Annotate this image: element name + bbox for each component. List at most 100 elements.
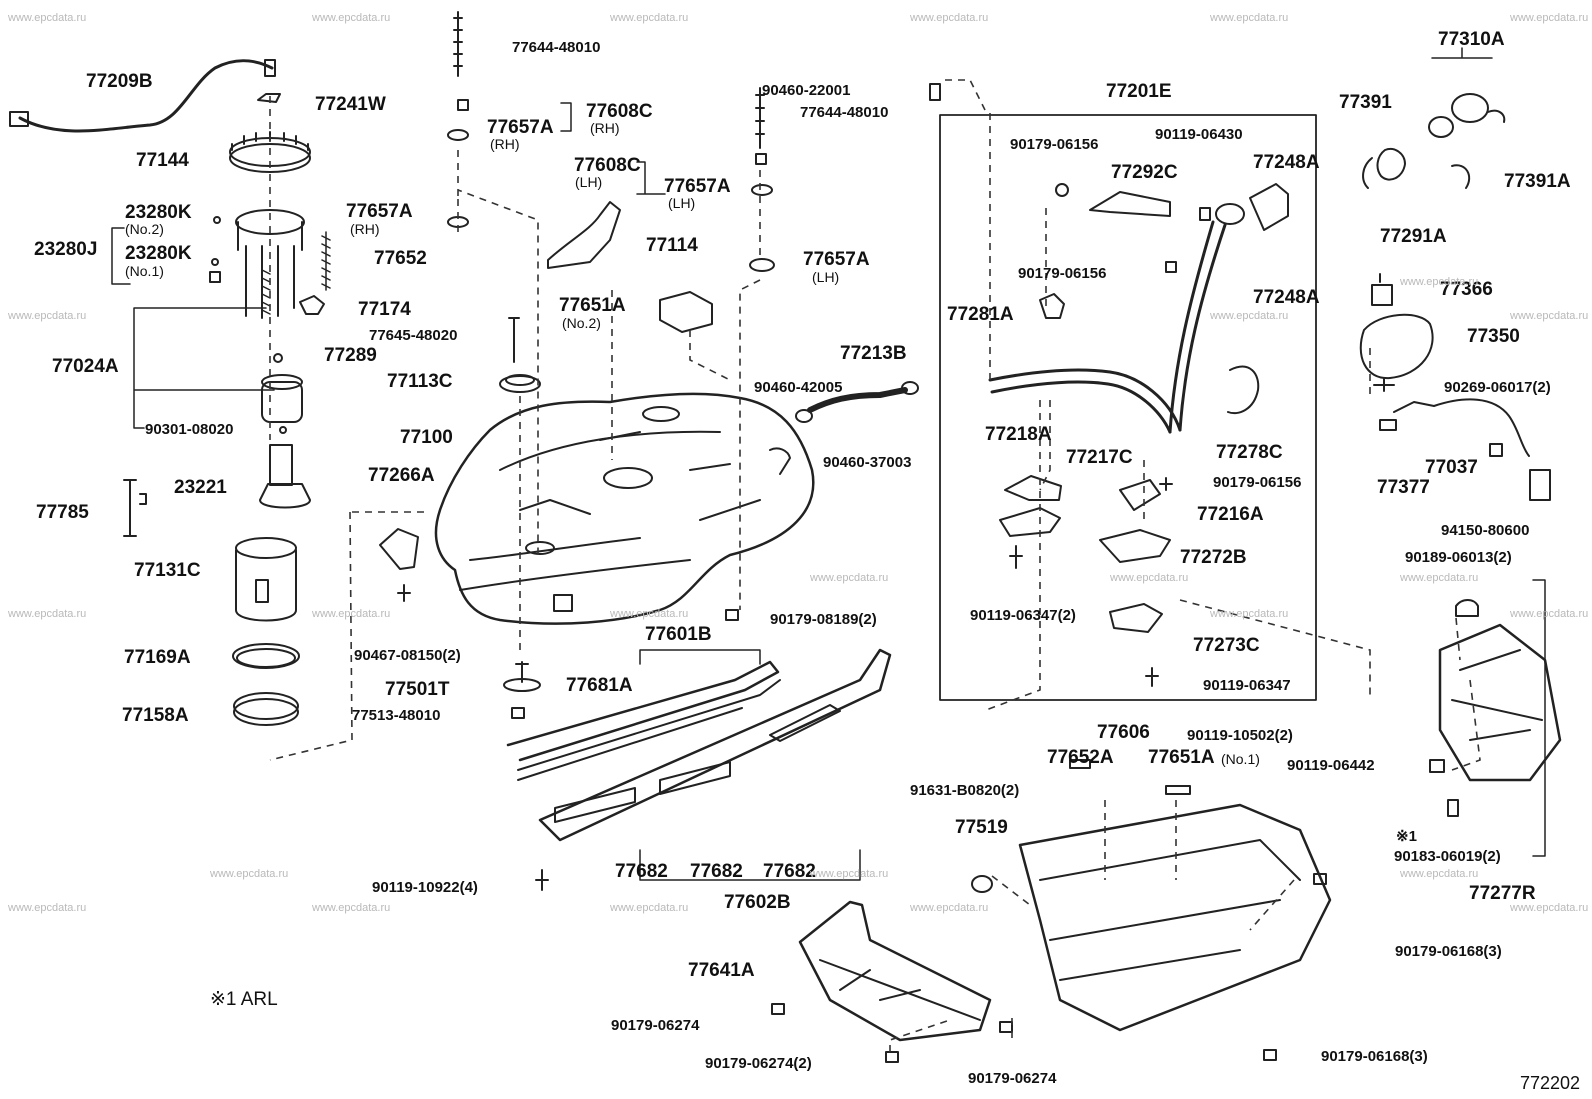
label-77391A: 77391A <box>1504 171 1571 192</box>
label-90467-08150: 90467-08150(2) <box>354 647 461 664</box>
label-77350: 77350 <box>1467 326 1520 347</box>
watermark: www.epcdata.ru <box>312 608 391 620</box>
label-90179-06156-b: 90179-06156 <box>1018 265 1107 282</box>
label-77651A-no2-note: (No.2) <box>562 315 601 331</box>
label-77272B: 77272B <box>1180 547 1247 568</box>
assembly-dashed-lines <box>269 79 1481 1052</box>
label-77218A: 77218A <box>985 424 1052 445</box>
label-77289: 77289 <box>324 345 377 366</box>
label-90460-22001: 90460-22001 <box>762 82 851 99</box>
watermark: www.epcdata.ru <box>610 12 689 24</box>
label-77216A: 77216A <box>1197 504 1264 525</box>
label-90119-06430: 90119-06430 <box>1155 126 1243 143</box>
label-77100: 77100 <box>400 427 453 448</box>
label-77601B: 77601B <box>645 624 712 645</box>
label-90269-06017: 90269-06017(2) <box>1444 379 1551 396</box>
watermark: www.epcdata.ru <box>1210 608 1289 620</box>
label-77144: 77144 <box>136 150 189 171</box>
label-77657A-lh-2-note: (LH) <box>812 269 840 285</box>
watermark: www.epcdata.ru <box>8 902 87 914</box>
label-77278C: 77278C <box>1216 442 1283 463</box>
label-77682-right: 77682 <box>763 861 816 882</box>
footnote-arl: ※1 ARL <box>210 989 278 1010</box>
watermark: www.epcdata.ru <box>1210 310 1289 322</box>
watermark: www.epcdata.ru <box>810 868 889 880</box>
watermark: www.epcdata.ru <box>1210 12 1289 24</box>
label-90179-06274-b: 90179-06274(2) <box>705 1055 812 1072</box>
label-77657A-rh-1: 77657A <box>487 117 554 138</box>
watermark: www.epcdata.ru <box>312 902 391 914</box>
label-77681A: 77681A <box>566 675 633 696</box>
label-90183-06019: 90183-06019(2) <box>1394 848 1501 865</box>
watermark: www.epcdata.ru <box>810 572 889 584</box>
label-77608C-lh: 77608C <box>574 155 641 176</box>
watermark: www.epcdata.ru <box>1400 868 1479 880</box>
label-77606: 77606 <box>1097 722 1150 743</box>
label-77608C-rh-note: (RH) <box>590 120 620 136</box>
label-90189-06013: 90189-06013(2) <box>1405 549 1512 566</box>
label-90179-06168-bottom: 90179-06168(3) <box>1321 1048 1428 1065</box>
label-23280K-no1-note: (No.1) <box>125 263 164 279</box>
label-77377: 77377 <box>1377 477 1430 498</box>
label-91631-B0820: 91631-B0820(2) <box>910 782 1020 799</box>
label-77292C: 77292C <box>1111 162 1178 183</box>
label-90179-06274-a: 90179-06274 <box>611 1017 700 1034</box>
label-77657A-lh-2: 77657A <box>803 249 870 270</box>
label-77114: 77114 <box>646 235 698 256</box>
label-90460-42005: 90460-42005 <box>754 379 843 396</box>
label-77241W: 77241W <box>315 94 386 115</box>
label-77608C-lh-note: (LH) <box>575 174 603 190</box>
label-77248A-top: 77248A <box>1253 152 1320 173</box>
label-77657A-rh-2: 77657A <box>346 201 413 222</box>
label-90179-06274-c: 90179-06274 <box>968 1070 1057 1087</box>
label-77366: 77366 <box>1440 279 1493 300</box>
tank-straps <box>506 648 892 891</box>
label-90119-10502: 90119-10502(2) <box>1187 727 1293 744</box>
label-90179-06168-right: 90179-06168(3) <box>1395 943 1502 960</box>
label-77651A-no1-note: (No.1) <box>1221 751 1260 767</box>
watermark: www.epcdata.ru <box>1400 276 1479 288</box>
label-23221: 23221 <box>174 477 227 498</box>
label-77651A-no1: 77651A <box>1148 747 1215 768</box>
label-90179-08189: 90179-08189(2) <box>770 611 877 628</box>
watermark: www.epcdata.ru <box>8 310 87 322</box>
fuel-tank-main <box>379 11 941 719</box>
label-77645-48020: 77645-48020 <box>369 327 458 344</box>
diagram-code: 772202 <box>1520 1073 1581 1093</box>
label-77169A: 77169A <box>124 647 191 668</box>
label-77281A: 77281A <box>947 304 1014 325</box>
label-77641A: 77641A <box>688 960 755 981</box>
label-77201E: 77201E <box>1106 81 1172 102</box>
label-77644-48010-top: 77644-48010 <box>512 39 601 56</box>
label-77310A: 77310A <box>1438 29 1505 50</box>
watermark: www.epcdata.ru <box>1510 12 1589 24</box>
label-77273C: 77273C <box>1193 635 1260 656</box>
label-77652: 77652 <box>374 248 427 269</box>
watermark: www.epcdata.ru <box>8 12 87 24</box>
side-protector-77277R <box>1429 579 1562 857</box>
label-77513-48010: 77513-48010 <box>352 707 441 724</box>
watermark: www.epcdata.ru <box>1400 572 1479 584</box>
label-77266A: 77266A <box>368 465 435 486</box>
label-77644-48010-mid: 77644-48010 <box>800 104 889 121</box>
watermark: www.epcdata.ru <box>610 902 689 914</box>
label-90119-06347: 90119-06347 <box>1203 677 1291 694</box>
fuel-pump-assembly <box>9 59 666 726</box>
watermark: www.epcdata.ru <box>910 12 989 24</box>
label-23280K-no2: 23280K <box>125 202 192 223</box>
watermark: www.epcdata.ru <box>610 608 689 620</box>
filler-pipe-box <box>939 114 1317 701</box>
label-77682-left: 77682 <box>615 861 668 882</box>
label-77158A: 77158A <box>122 705 189 726</box>
watermark: www.epcdata.ru <box>910 902 989 914</box>
front-protector-77641A <box>771 900 1013 1063</box>
watermark: www.epcdata.ru <box>1510 608 1589 620</box>
label-77291A: 77291A <box>1380 226 1447 247</box>
label-77391: 77391 <box>1339 92 1392 113</box>
watermark: www.epcdata.ru <box>210 868 289 880</box>
rear-protector-77606 <box>971 759 1332 1061</box>
watermark: www.epcdata.ru <box>1510 902 1589 914</box>
label-77519: 77519 <box>955 817 1008 838</box>
label-77652A: 77652A <box>1047 747 1114 768</box>
